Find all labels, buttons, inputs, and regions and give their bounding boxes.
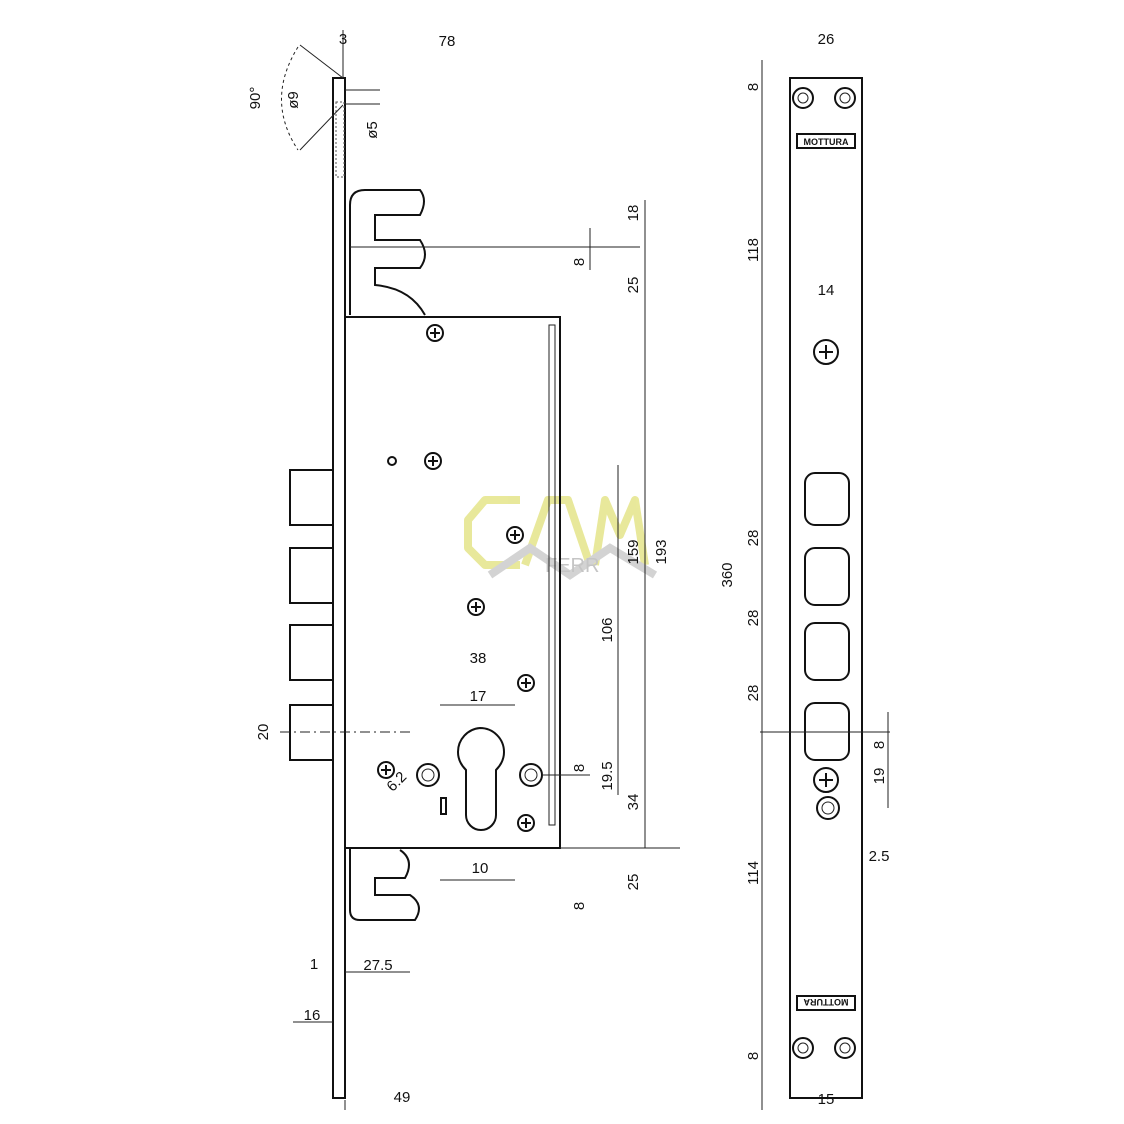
dim-d5: ø5 xyxy=(364,121,381,139)
dim-49: 49 xyxy=(394,1089,411,1106)
dim-8-right: 8 xyxy=(871,741,888,749)
bolt-slot-1 xyxy=(804,472,850,526)
dim-26: 26 xyxy=(818,31,835,48)
dim-20: 20 xyxy=(255,724,272,741)
bolt-slot-3 xyxy=(804,622,850,681)
dim-28-3: 28 xyxy=(745,685,762,702)
dim-d9: ø9 xyxy=(285,91,302,109)
bolt-slot-2 xyxy=(804,547,850,606)
top-hook xyxy=(349,189,426,316)
dim-16: 16 xyxy=(304,1007,321,1024)
dim-78: 78 xyxy=(439,33,456,50)
brand-top: MOTTURA xyxy=(804,137,849,147)
brand-bottom: MOTTURA xyxy=(803,997,848,1007)
dim-360: 360 xyxy=(719,562,736,587)
faceplate-front xyxy=(789,77,863,1099)
dim-2-5: 2.5 xyxy=(869,848,890,865)
dim-28-2: 28 xyxy=(745,610,762,627)
dim-angle: 90° xyxy=(247,87,264,110)
side-view xyxy=(280,30,680,1110)
dim-18: 18 xyxy=(625,205,642,222)
dim-1: 1 xyxy=(310,956,318,973)
dim-34: 34 xyxy=(625,794,642,811)
dim-19: 19 xyxy=(871,768,888,785)
brand-plate-top xyxy=(796,133,856,149)
dim-27-5: 27.5 xyxy=(363,957,392,974)
watermark-sub: FERR xyxy=(545,555,599,577)
dim-3: 3 xyxy=(339,31,347,48)
dim-17: 17 xyxy=(470,688,487,705)
dim-8-bottom: 8 xyxy=(745,1052,762,1060)
dim-14: 14 xyxy=(818,282,835,299)
dim-118: 118 xyxy=(745,238,762,262)
dim-38: 38 xyxy=(470,650,487,667)
lock-case xyxy=(344,316,561,849)
watermark-logo: FERR xyxy=(464,496,658,580)
dim-19-5: 19.5 xyxy=(599,761,616,790)
brand-plate-bottom xyxy=(796,995,856,1011)
bolt-1 xyxy=(289,469,334,526)
front-view: MOTTURA MOTTURA xyxy=(760,60,890,1110)
faceplate-side xyxy=(332,77,346,1099)
dim-10: 10 xyxy=(472,860,489,877)
dim-8-top: 8 xyxy=(745,83,762,91)
dim-8-top: 8 xyxy=(571,258,588,266)
side-dims: 3 78 90° ø9 ø5 18 8 25 159 193 106 38 17… xyxy=(247,31,670,1106)
dim-25-bottom: 25 xyxy=(625,874,642,891)
dim-6-2: 6.2 xyxy=(383,768,410,795)
dim-114: 114 xyxy=(745,861,762,885)
screw-icon xyxy=(377,324,535,832)
bottom-hook xyxy=(349,848,420,921)
dim-8-bottom: 8 xyxy=(571,902,588,910)
dim-8-mid: 8 xyxy=(571,764,588,772)
bolt-3 xyxy=(289,624,334,681)
front-dims: 26 8 118 14 360 28 28 28 8 19 2.5 114 8 … xyxy=(719,31,889,1108)
dim-106: 106 xyxy=(599,617,616,642)
dim-28-1: 28 xyxy=(745,530,762,547)
dim-193: 193 xyxy=(653,539,670,564)
cylinder-hole xyxy=(456,726,506,831)
dim-159: 159 xyxy=(625,539,642,564)
screw-icon xyxy=(813,339,839,793)
dim-25-top: 25 xyxy=(625,277,642,294)
dim-15: 15 xyxy=(818,1091,835,1108)
bolt-2 xyxy=(289,547,334,604)
